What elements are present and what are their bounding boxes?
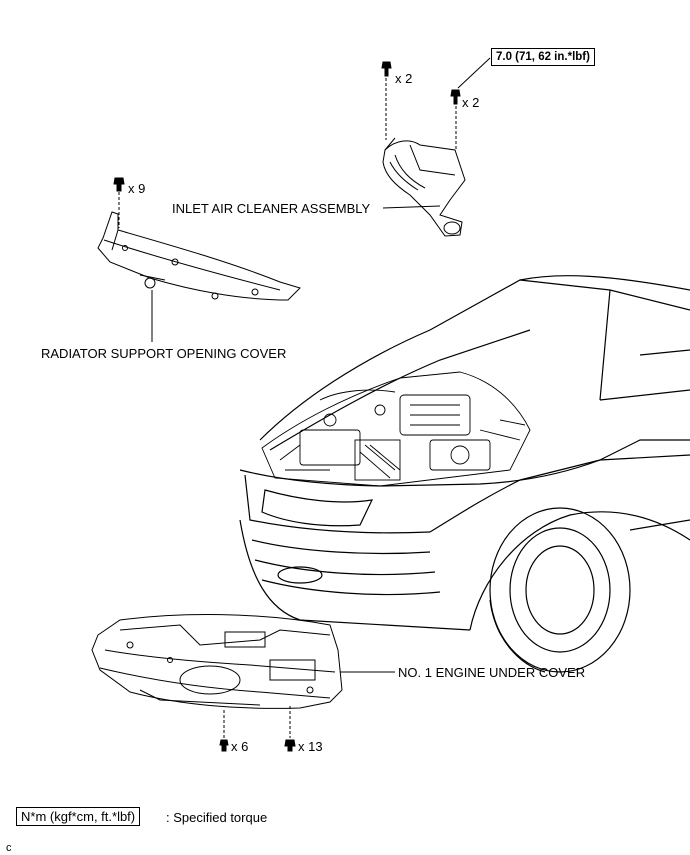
radiator-clip-icon bbox=[113, 177, 125, 192]
radiator-clip-qty: x 9 bbox=[128, 181, 146, 196]
radiator-cover-label: RADIATOR SUPPORT OPENING COVER bbox=[41, 346, 287, 361]
radiator-cover-illustration bbox=[97, 211, 301, 301]
inlet-bolt-right-qty: x 2 bbox=[462, 95, 480, 110]
under-cover-bolt-icon bbox=[219, 739, 229, 752]
legend-torque-box: N*m (kgf*cm, ft.*lbf) bbox=[16, 807, 141, 826]
under-cover-clip-icon bbox=[284, 739, 296, 752]
inlet-bolt-right-icon bbox=[450, 89, 461, 105]
figure-code: c bbox=[6, 842, 12, 854]
torque-spec-box: 7.0 (71, 62 in.*lbf) bbox=[491, 48, 595, 66]
legend-description: : Specified torque bbox=[166, 810, 268, 825]
inlet-bolt-left-icon bbox=[381, 61, 392, 77]
inlet-leader bbox=[382, 205, 441, 209]
engine-under-cover-illustration bbox=[91, 614, 343, 709]
under-cover-bolt-qty: x 6 bbox=[231, 739, 249, 754]
inlet-bolt-left-qty: x 2 bbox=[395, 71, 413, 86]
inlet-air-cleaner-illustration bbox=[382, 137, 466, 237]
engine-bay-illustration bbox=[261, 371, 531, 487]
inlet-air-cleaner-label: INLET AIR CLEANER ASSEMBLY bbox=[172, 201, 371, 216]
vehicle-front-illustration bbox=[239, 275, 690, 673]
torque-leader bbox=[457, 57, 491, 89]
under-cover-clip-qty: x 13 bbox=[298, 739, 323, 754]
engine-under-cover-label: NO. 1 ENGINE UNDER COVER bbox=[398, 665, 586, 680]
